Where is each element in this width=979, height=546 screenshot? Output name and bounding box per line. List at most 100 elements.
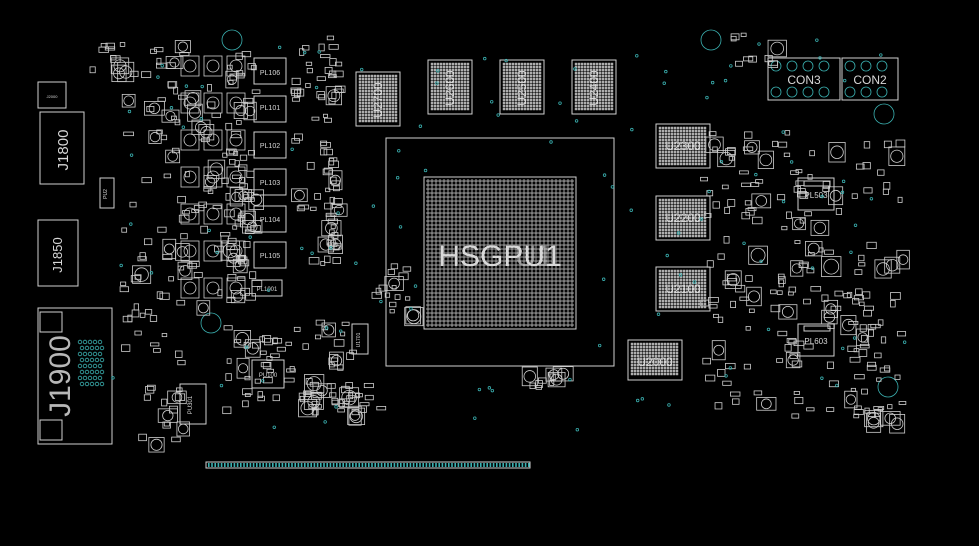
bga-ball (542, 195, 546, 199)
memory-chip-u2500[interactable]: U2500 (499, 59, 545, 115)
memory-chip-u2200[interactable]: U2200 (655, 195, 711, 241)
bga-ball (463, 83, 467, 87)
bga-ball (589, 74, 593, 78)
bga-ball (478, 219, 482, 223)
bga-ball (361, 101, 365, 105)
bga-ball (546, 283, 550, 287)
bga-ball (450, 191, 454, 195)
bga-ball (498, 199, 502, 203)
bga-ball (454, 279, 458, 283)
bga-ball (426, 227, 430, 231)
bga-ball (451, 107, 455, 111)
bga-ball (526, 283, 530, 287)
bga-ball (450, 259, 454, 263)
bga-ball (518, 195, 522, 199)
bga-ball (682, 159, 686, 163)
bga-ball (478, 259, 482, 263)
bga-ball (508, 89, 512, 93)
bga-ball (430, 211, 434, 215)
bga-ball (502, 89, 506, 93)
bga-ball (577, 107, 581, 111)
edge-pin (524, 463, 527, 467)
bga-ball (534, 267, 538, 271)
bga-ball (589, 65, 593, 69)
bga-ball (442, 307, 446, 311)
bga-ball (466, 291, 470, 295)
bga-ball (367, 95, 371, 99)
bga-ball (490, 323, 494, 327)
bga-ball (595, 74, 599, 78)
bga-ball (598, 65, 602, 69)
bga-ball (510, 291, 514, 295)
bga-ball (450, 323, 454, 327)
bga-ball (589, 86, 593, 90)
bga-ball (358, 101, 362, 105)
bga-ball (667, 126, 671, 130)
bga-ball (601, 68, 605, 72)
bga-ball (586, 86, 590, 90)
bga-ball (430, 219, 434, 223)
bga-ball (667, 159, 671, 163)
memory-chip-u2600[interactable]: U2600 (427, 59, 473, 115)
bga-ball (542, 279, 546, 283)
bga-ball (542, 247, 546, 251)
bga-ball (538, 203, 542, 207)
bga-ball (458, 311, 462, 315)
bga-ball (570, 291, 574, 295)
memory-chip-u2400[interactable]: U2400 (571, 59, 617, 115)
bga-ball (450, 303, 454, 307)
bga-ball (694, 153, 698, 157)
bga-ball (510, 215, 514, 219)
bga-ball (490, 303, 494, 307)
bga-ball (691, 141, 695, 145)
bga-ball (550, 315, 554, 319)
bga-ball (442, 251, 446, 255)
bga-ball (562, 287, 566, 291)
bga-ball (589, 71, 593, 75)
bga-ball (436, 104, 440, 108)
bga-ball (502, 195, 506, 199)
memory-chip-u2300[interactable]: U2300 (655, 123, 711, 169)
bga-ball (454, 263, 458, 267)
bga-ball (526, 199, 530, 203)
bga-ball (580, 86, 584, 90)
edge-pin (454, 463, 456, 467)
bga-ball (376, 89, 380, 93)
bga-ball (448, 71, 452, 75)
bga-ball (445, 86, 449, 90)
bga-ball (520, 80, 524, 84)
bga-ball (598, 74, 602, 78)
gpu-package[interactable]: HSGPU1 U1 (385, 137, 615, 367)
bga-ball (661, 126, 665, 130)
bga-ball (514, 101, 518, 105)
bga-ball (388, 116, 392, 120)
bga-ball (530, 203, 534, 207)
bga-ball (570, 203, 574, 207)
bga-ball (583, 77, 587, 81)
bga-ball (510, 283, 514, 287)
bga-ball (538, 199, 542, 203)
bga-ball (458, 203, 462, 207)
bga-ball (691, 207, 695, 211)
bga-ball (502, 303, 506, 307)
bga-ball (604, 83, 608, 87)
bga-ball (534, 207, 538, 211)
bga-ball (566, 295, 570, 299)
bga-ball (462, 211, 466, 215)
bga-ball (466, 104, 470, 108)
bga-ball (376, 104, 380, 108)
memory-chip-u2700[interactable]: U2700 (355, 71, 401, 127)
edge-pin (240, 463, 242, 467)
bga-ball (532, 80, 536, 84)
bga-ball (534, 295, 538, 299)
bga-ball (494, 179, 498, 183)
bga-ball (385, 92, 389, 96)
bga-ball (514, 195, 518, 199)
bga-ball (538, 83, 542, 87)
bga-ball (379, 89, 383, 93)
bga-ball (664, 204, 668, 208)
bga-ball (661, 132, 665, 136)
bga-ball (550, 251, 554, 255)
bga-ball (442, 295, 446, 299)
bga-ball (450, 275, 454, 279)
